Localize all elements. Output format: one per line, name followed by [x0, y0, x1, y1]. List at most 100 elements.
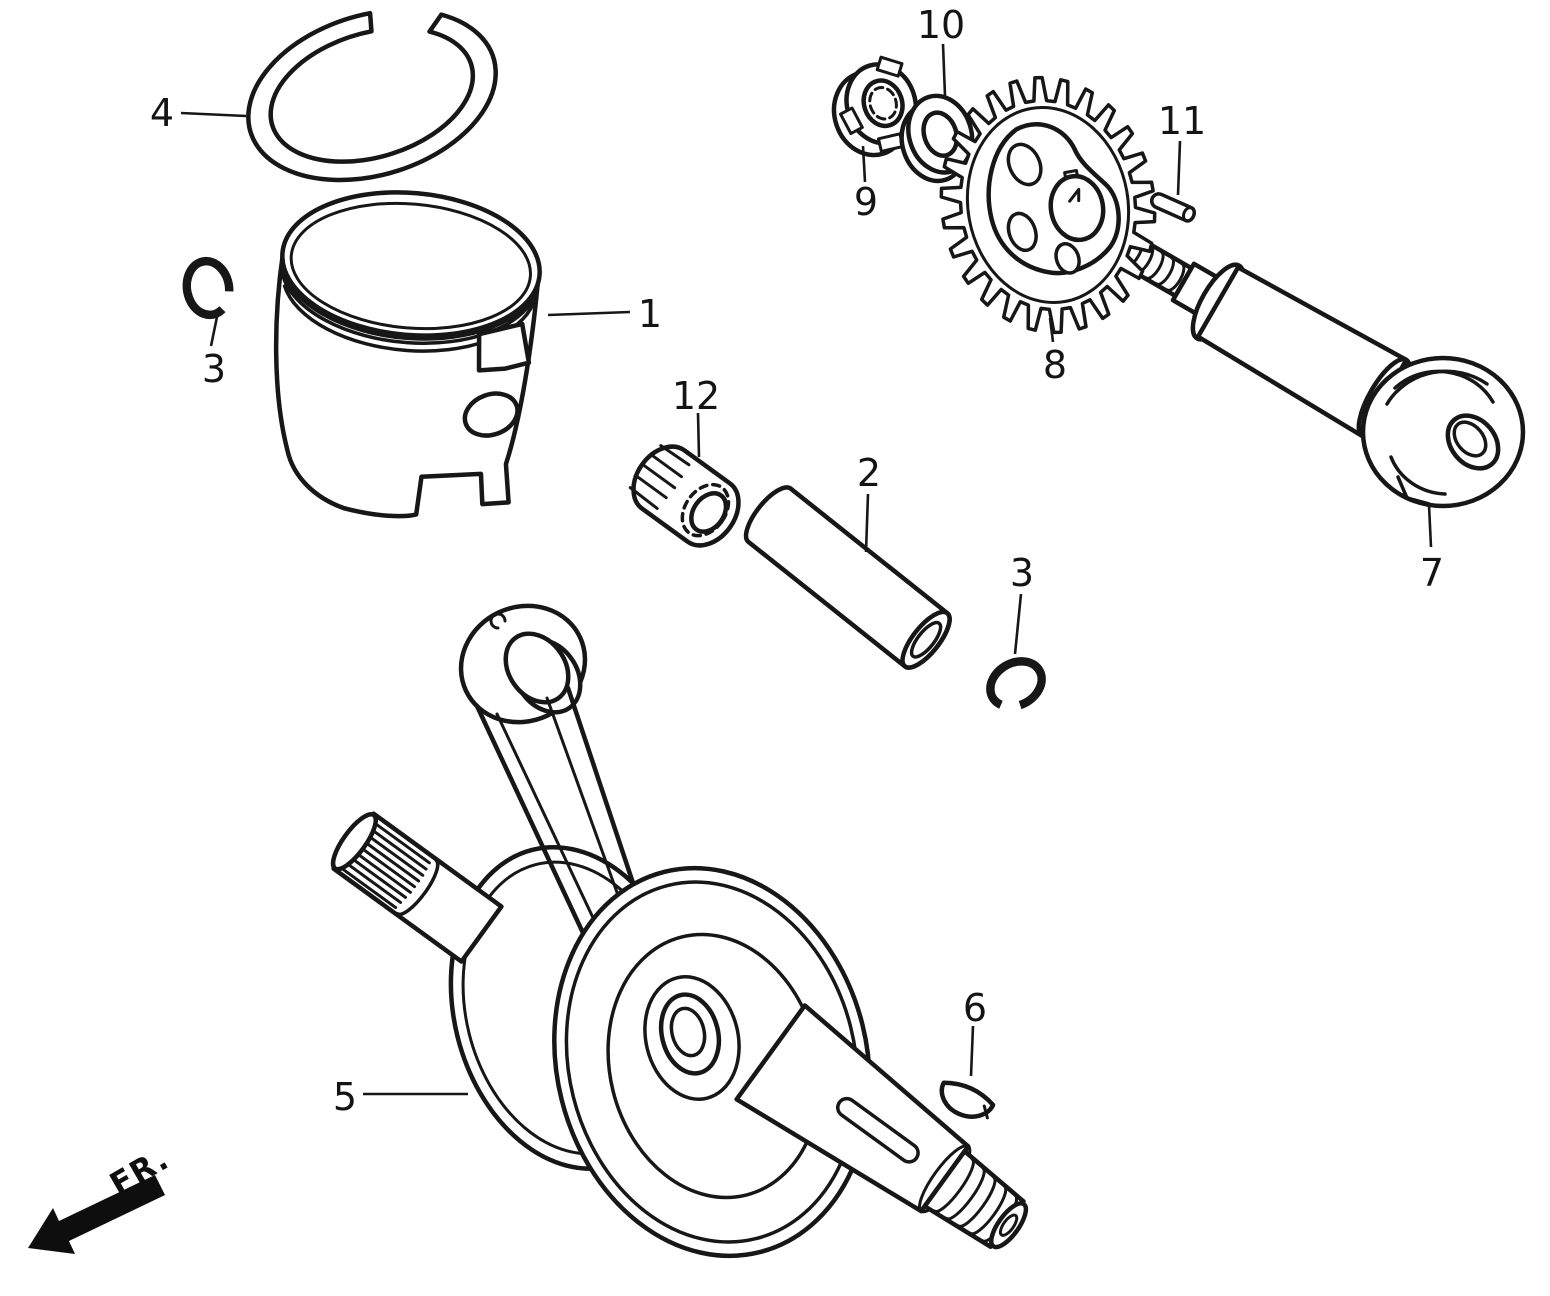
gear-lightening-hole [1054, 242, 1081, 275]
boss-bore [669, 1006, 707, 1058]
leader-9 [861, 145, 867, 183]
callout-7-balancer-shaft: 7 [1420, 551, 1444, 595]
balancer-weight-outline [1360, 355, 1526, 509]
leader-10 [941, 43, 947, 97]
rod-eye-hole [503, 631, 571, 705]
woodruff-key-edge [982, 1104, 989, 1120]
circlip-right-arc [986, 657, 1046, 710]
balancer-nut [831, 55, 919, 158]
gear-lightening-hole [1006, 211, 1038, 253]
crankshaft [330, 603, 1029, 1259]
callout-5-crankshaft: 5 [333, 1075, 357, 1119]
circlip-left [182, 256, 234, 320]
roller-line [650, 453, 684, 479]
spline-line [342, 859, 403, 904]
boss-outer-ring [643, 975, 741, 1101]
thread-line [1144, 250, 1165, 280]
callout-9-nut: 9 [854, 180, 878, 224]
callout-1-piston: 1 [638, 292, 662, 336]
balancer-weight-bore [1445, 413, 1501, 471]
roller-line [634, 474, 668, 500]
balancer-gear-hub [965, 105, 1131, 305]
balancer-weight-notch [1396, 475, 1431, 506]
roller-line [628, 486, 659, 510]
leader-3-left [209, 311, 220, 347]
roller-line [641, 463, 677, 490]
connecting-rod [458, 603, 675, 1003]
leader-2 [864, 493, 870, 553]
crank-right-shaft [734, 1003, 1029, 1250]
spline-line [339, 866, 398, 910]
balancer-gear [939, 75, 1157, 335]
woodruff-key [939, 1080, 996, 1120]
nut-notch [875, 55, 904, 78]
crank-pin-boss [643, 975, 741, 1101]
gear-face-ring [965, 105, 1131, 305]
nut-threads [868, 86, 898, 121]
dowel-pin-end [1181, 206, 1196, 223]
spline-line [349, 847, 412, 894]
callout-6-woodruff-key: 6 [963, 986, 987, 1030]
piston-crown [280, 190, 542, 338]
balancer-shaft [1117, 233, 1413, 440]
balancer-weight-ridge-top2 [1385, 369, 1489, 406]
thread-line [1165, 262, 1186, 292]
balancer-weight-bore-inner [1452, 420, 1488, 458]
circlip-left-arc [182, 256, 234, 320]
leader-3-right [1013, 593, 1023, 655]
leader-8 [1048, 317, 1055, 343]
ring-groove-line [280, 273, 538, 345]
woodruff-key-body [939, 1080, 996, 1119]
callout-3-circlip-right: 3 [1010, 551, 1034, 595]
crank-right-web-rim [564, 880, 860, 1244]
needle-bearing-bore [689, 491, 729, 534]
leader-4 [180, 111, 247, 118]
shaft-tip-face [989, 1201, 1029, 1250]
piston-skirt-window [476, 321, 532, 373]
keyway-slot [836, 1096, 920, 1164]
leader-7 [1427, 504, 1433, 548]
thread-line [957, 1175, 997, 1228]
spline-line [353, 841, 417, 889]
piston-pin [743, 485, 952, 670]
callout-8-balancer-gear: 8 [1043, 343, 1067, 387]
leader-11 [1176, 140, 1182, 196]
spline-line [357, 835, 421, 883]
balancer-weight [1360, 355, 1526, 509]
callout-3-circlip-left: 3 [202, 347, 226, 391]
callout-2-piston-pin: 2 [857, 451, 881, 495]
roller-line [659, 444, 691, 467]
needle-bearing [628, 444, 741, 548]
dowel-pin [1150, 192, 1196, 223]
callout-12-needle-bearing: 12 [672, 374, 720, 418]
callout-11-dowel-pin: 11 [1158, 99, 1206, 143]
balancer-weight-ledge [1389, 455, 1447, 496]
spline-lines [339, 820, 431, 910]
thread-line [969, 1184, 1008, 1236]
piston-pin-hole [462, 391, 520, 438]
needle-bearing-rollers [628, 444, 691, 510]
washer-hole [921, 110, 960, 158]
gear-lightening-hole [1006, 142, 1043, 187]
piston-ring-outline [246, 10, 498, 183]
callout-leaders [180, 43, 1433, 1096]
thread-line [933, 1157, 975, 1213]
front-direction-marker: FR. [28, 1141, 176, 1254]
thread-line [1155, 256, 1175, 286]
spline-line [366, 825, 428, 871]
shaft-tip-hole [998, 1213, 1019, 1237]
piston-pin-bore [909, 620, 943, 659]
spline-line [371, 820, 431, 865]
rod-clip-mark [489, 612, 507, 630]
leader-12 [696, 412, 701, 458]
callout-4-piston-ring: 4 [150, 91, 174, 135]
splined-shaft-tip [330, 812, 379, 872]
thread-line [945, 1166, 986, 1221]
spline-end-line [395, 858, 440, 917]
crank-splined-shaft [330, 811, 504, 964]
gear-index-arrow [1068, 187, 1081, 203]
leader-1 [547, 310, 631, 317]
spline-line [345, 853, 407, 899]
